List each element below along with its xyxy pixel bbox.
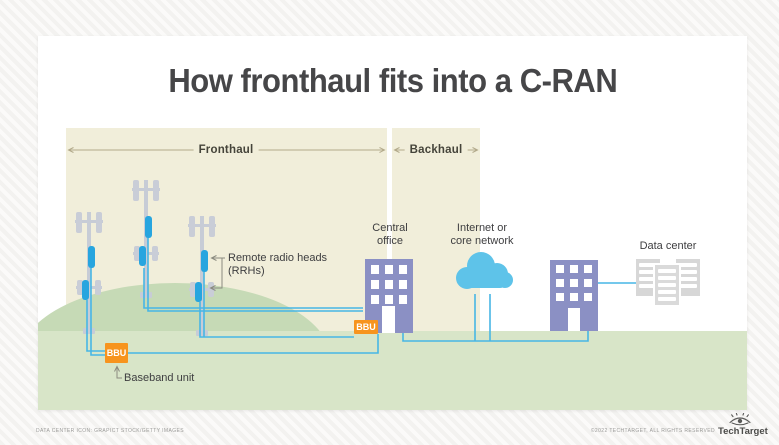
copyright-text: ©2022 TECHTARGET, ALL RIGHTS RESERVED	[590, 428, 715, 434]
internet-cloud-icon	[453, 250, 515, 299]
cell-tower-icon	[188, 216, 216, 336]
rrh-annotation-line2: (RRHs)	[228, 264, 265, 277]
network-building-icon	[550, 260, 598, 331]
rrh-annotation: Remote radio heads (RRHs)	[228, 252, 327, 277]
techtarget-logo-text: TechTarget	[718, 426, 768, 437]
rrh-icon	[88, 246, 95, 268]
rrh-icon	[82, 280, 89, 300]
fronthaul-label: Fronthaul	[193, 144, 259, 156]
image-credit: DATA CENTER ICON: GRAPICT STOCK/GETTY IM…	[36, 428, 184, 434]
bbu-box: BBU	[105, 343, 128, 363]
central-office-label: Central office	[372, 222, 408, 247]
internet-core-network-label: Internet or core network	[450, 222, 514, 247]
server-rack-icon	[653, 263, 681, 307]
techtarget-eye-icon	[727, 412, 753, 431]
data-center-label: Data center	[639, 240, 697, 252]
rrh-icon	[139, 246, 146, 266]
bbu-box: BBU	[354, 320, 378, 334]
rrh-annotation-line1: Remote radio heads	[228, 252, 328, 264]
central-office-building-icon	[365, 259, 413, 333]
rrh-icon	[201, 250, 208, 272]
cell-tower-icon	[75, 212, 103, 334]
cell-tower-icon	[132, 180, 160, 298]
page-title: How fronthaul fits into a C-RAN	[168, 62, 617, 99]
rrh-icon	[145, 216, 152, 238]
grass-graphic	[38, 331, 747, 410]
rrh-icon	[195, 282, 202, 302]
backhaul-label: Backhaul	[404, 144, 468, 156]
baseband-unit-annotation: Baseband unit	[124, 372, 195, 384]
diagram-card: How fronthaul fits into a C-RAN	[38, 36, 747, 410]
